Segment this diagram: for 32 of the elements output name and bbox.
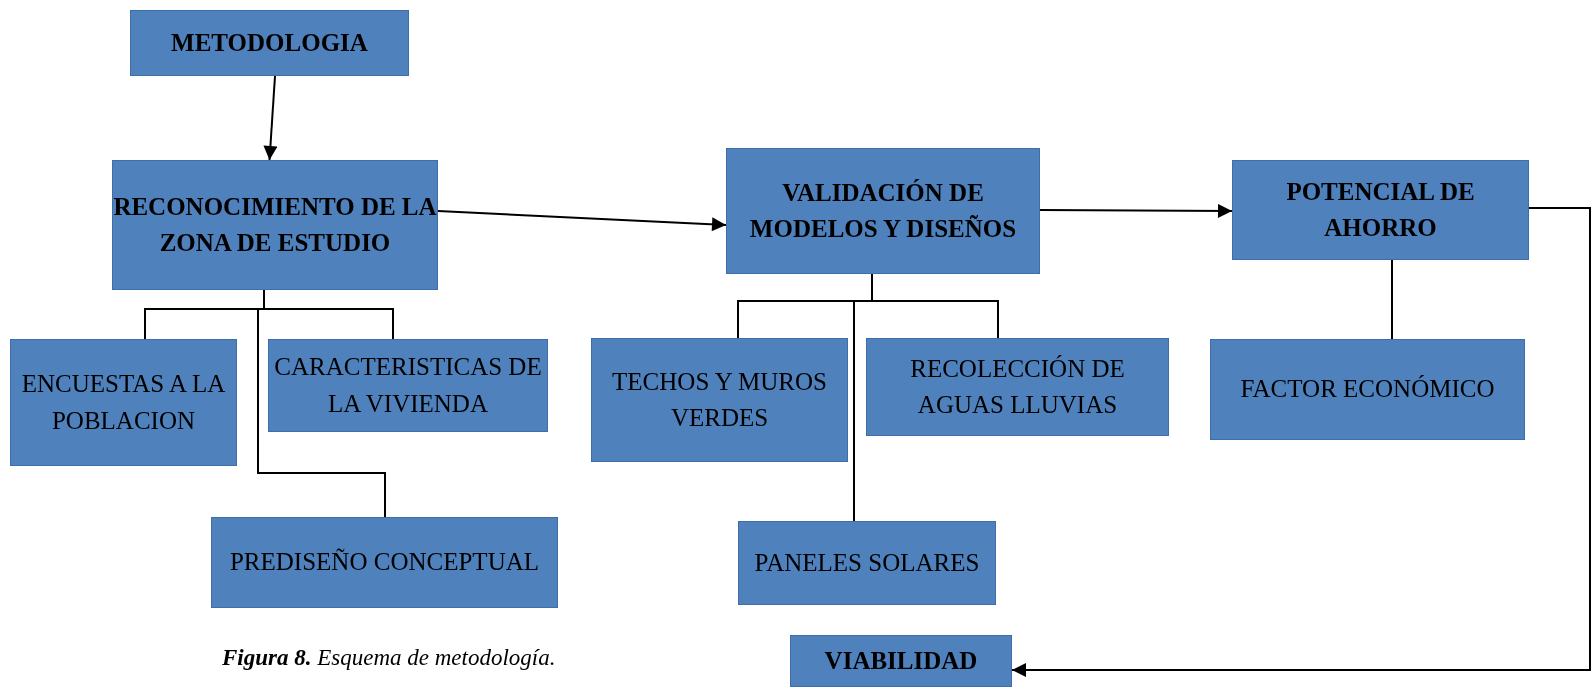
node-text: PANELES SOLARES	[754, 547, 980, 578]
process-box	[112, 160, 438, 290]
process-box	[591, 338, 848, 462]
arrow	[1011, 207, 1591, 677]
node-text: METODOLOGIA	[171, 27, 368, 58]
process-box	[738, 521, 996, 605]
node-text: RECOLECCIÓN DE AGUAS LLUVIAS	[909, 353, 1126, 420]
process-box	[726, 148, 1040, 274]
figure-caption: Figura 8. Esquema de metodología.	[222, 645, 556, 671]
arrow	[1039, 203, 1233, 218]
node-text: POTENCIAL DE AHORRO	[1285, 176, 1476, 243]
process-box	[790, 635, 1012, 687]
process-box	[10, 339, 237, 466]
process-box	[130, 10, 409, 76]
arrow	[437, 210, 727, 232]
node-text: ENCUESTAS A LA POBLACION	[20, 369, 227, 436]
process-box	[211, 517, 558, 608]
node-text: RECONOCIMIENTO DE LA ZONA DE ESTUDIO	[113, 191, 437, 258]
node-text: CARACTERISTICAS DE LA VIVIENDA	[273, 352, 543, 419]
node-text: VALIDACIÓN DE MODELOS Y DISEÑOS	[748, 177, 1018, 244]
arrow	[263, 75, 278, 161]
process-box	[866, 338, 1169, 436]
connector-line	[853, 273, 873, 522]
node-text: VIABILIDAD	[824, 645, 978, 676]
process-box	[268, 339, 548, 432]
process-box	[1232, 160, 1529, 260]
node-text: TECHOS Y MUROS VERDES	[611, 366, 828, 433]
node-text: FACTOR ECONÓMICO	[1240, 374, 1495, 405]
connector-line	[1391, 259, 1393, 340]
process-box	[1210, 339, 1525, 440]
node-text: PREDISEÑO CONCEPTUAL	[229, 547, 539, 578]
connector-line	[257, 289, 386, 518]
